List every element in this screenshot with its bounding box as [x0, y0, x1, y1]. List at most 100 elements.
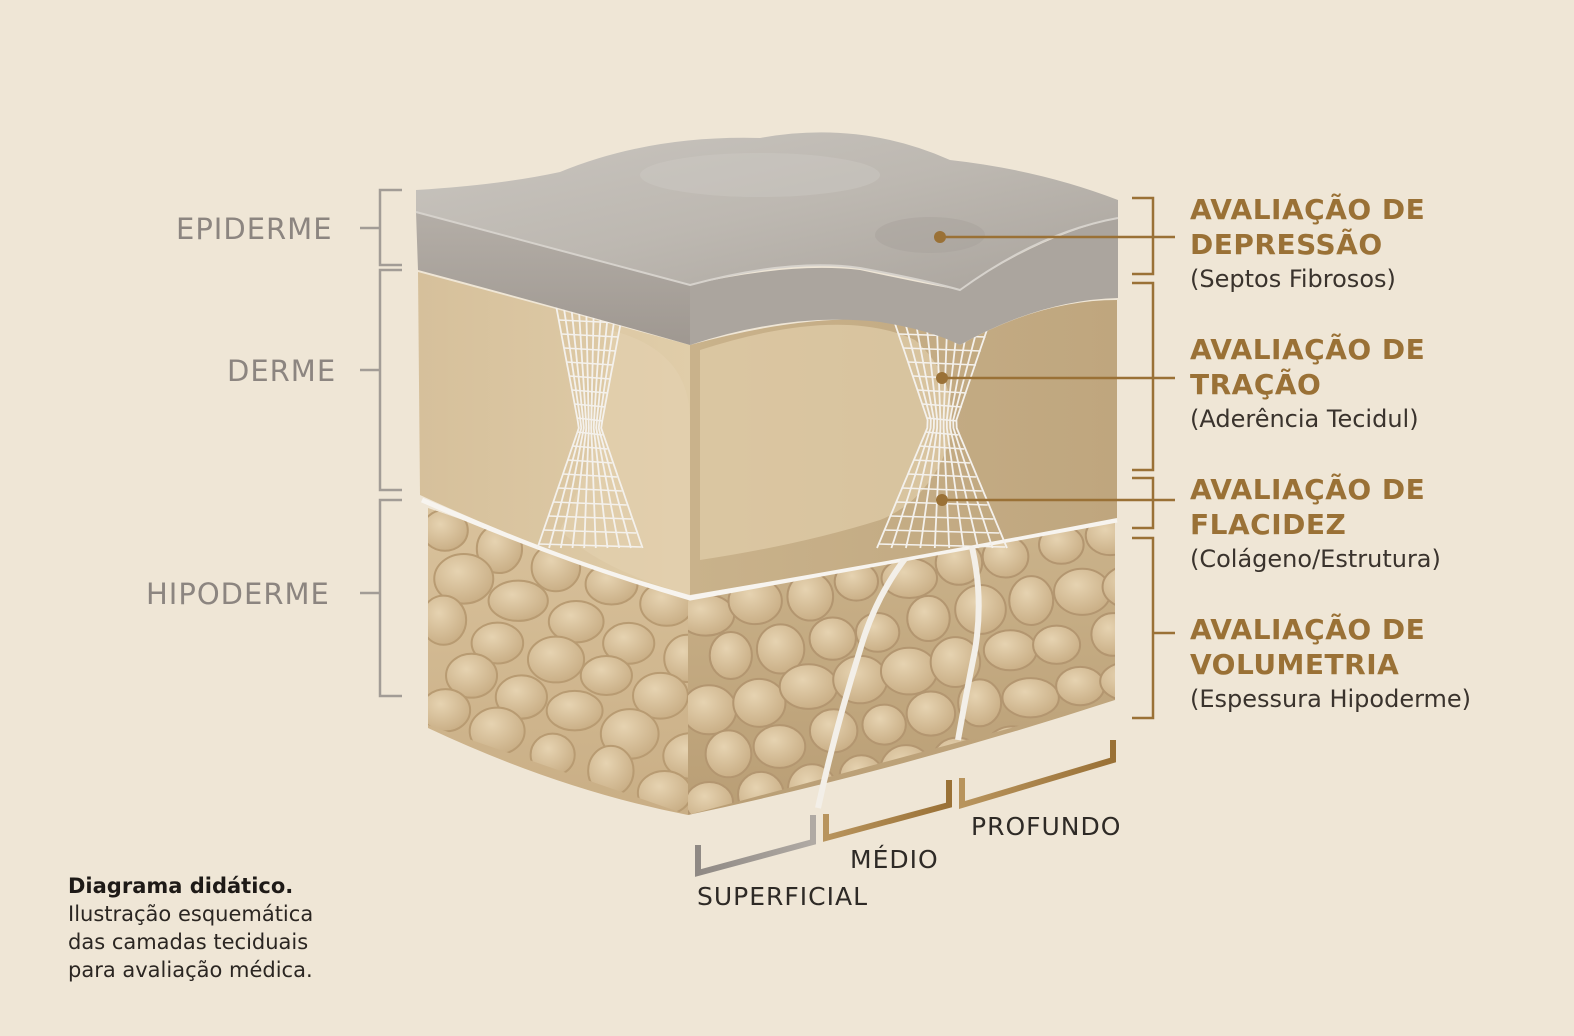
septum-rung — [569, 375, 611, 380]
bracket-hipoderme — [360, 498, 402, 698]
epidermis-front-face — [416, 212, 690, 345]
pointer-lines — [940, 235, 1175, 502]
septum-strand-right — [955, 531, 982, 741]
fat-cell — [487, 579, 549, 622]
septum-rung — [574, 403, 606, 408]
septum-rung — [566, 361, 614, 366]
septum-fiber — [548, 299, 583, 549]
septum-fiber — [536, 299, 580, 549]
bracket-flacidez — [1132, 476, 1155, 530]
septum-rung — [563, 347, 617, 352]
bracket-derme — [360, 268, 402, 492]
septum-rung — [577, 417, 603, 422]
fat-cell — [1001, 677, 1060, 719]
fat-cell — [832, 654, 889, 705]
depth-brackets — [695, 740, 1116, 877]
fat-cell — [579, 654, 633, 697]
septum-rung — [913, 459, 971, 464]
epidermis-block — [415, 132, 1119, 345]
eval-volumetria-subtitle: (Espessura Hipoderme) — [1190, 685, 1472, 713]
septum-rung — [926, 417, 958, 422]
fat-cell — [1034, 716, 1081, 766]
septum-fiber — [592, 299, 609, 549]
fat-cell — [445, 652, 499, 699]
fat-cell — [433, 552, 495, 605]
fat-cell — [1032, 624, 1082, 665]
fat-cell — [602, 621, 656, 665]
septum-rung — [903, 347, 981, 352]
septum-rung — [902, 487, 982, 492]
epidermis-side-face — [690, 218, 1118, 345]
septum-rung — [919, 445, 965, 450]
septum-fiber — [583, 299, 590, 549]
eval-tracao-title-1: AVALIAÇÃO DE — [1190, 333, 1426, 366]
caption-title: Diagrama didático. — [68, 874, 294, 898]
fat-cell — [1008, 575, 1055, 626]
fat-cell — [755, 623, 806, 675]
eval-tracao-subtitle: (Aderência Tecidul) — [1190, 405, 1419, 433]
septum-fiber — [955, 299, 1008, 549]
depression-shadow — [875, 217, 985, 253]
dermis-hypodermis-membrane — [421, 497, 1118, 601]
dermal-pad-side — [700, 324, 952, 560]
fat-cell — [526, 635, 586, 684]
fat-cell — [708, 630, 753, 681]
septum-fiber — [942, 299, 951, 549]
septum-fiber — [595, 299, 621, 549]
diagram-caption: Diagrama didático. Ilustração esquemátic… — [68, 872, 313, 984]
epidermis-edge — [415, 211, 1119, 292]
septum-fiber — [571, 299, 588, 549]
fat-cell — [1101, 564, 1115, 610]
fat-cell — [663, 633, 688, 684]
fat-cell — [428, 594, 468, 646]
surface-highlight — [640, 153, 880, 197]
fat-cell — [1099, 661, 1115, 702]
fat-cell — [704, 729, 753, 779]
septum-rung — [922, 403, 962, 408]
fat-cell — [879, 646, 939, 696]
fat-cell — [1090, 612, 1115, 657]
septum-fiber — [590, 299, 597, 549]
dermal-pad-front — [560, 330, 690, 595]
fat-cell — [688, 684, 738, 736]
left-brackets — [360, 188, 402, 698]
label-epiderme: EPIDERME — [176, 212, 333, 246]
septum-fiber — [876, 299, 929, 549]
fat-cell — [906, 594, 951, 643]
septum-rung — [572, 445, 608, 450]
septum-rung — [543, 529, 637, 534]
septum-fiber — [933, 299, 942, 549]
fat-cell — [428, 688, 472, 733]
right-brackets — [1132, 196, 1175, 720]
septum-rung — [567, 459, 613, 464]
depth-bracket-medio — [823, 780, 952, 842]
bracket-volumetria — [1132, 536, 1175, 720]
fat-cell — [1055, 665, 1106, 707]
depth-label-medio: MÉDIO — [850, 845, 939, 874]
fat-cell — [632, 671, 688, 720]
pointer-dot-depressao — [934, 231, 946, 243]
eval-depressao-title-1: AVALIAÇÃO DE — [1190, 193, 1426, 226]
fat-cell — [662, 732, 688, 780]
septum-rung — [561, 333, 619, 338]
bracket-tracao — [1132, 281, 1155, 472]
septum-strand-left — [815, 527, 933, 809]
bracket-epiderme — [360, 188, 402, 267]
depth-bracket-profundo — [959, 740, 1116, 810]
fat-cell — [1053, 567, 1112, 616]
pointer-dot-flacidez — [936, 494, 948, 506]
label-hipoderme: HIPODERME — [146, 577, 330, 611]
septum-rung — [907, 361, 977, 366]
eval-flacidez-title-1: AVALIAÇÃO DE — [1190, 473, 1426, 506]
eval-volumetria-title-1: AVALIAÇÃO DE — [1190, 613, 1426, 646]
septum-rung — [562, 473, 618, 478]
fat-cell — [861, 703, 907, 746]
septum-rung — [925, 431, 959, 436]
septum-rung — [571, 389, 609, 394]
fat-cell — [688, 780, 735, 815]
depth-label-superficial: SUPERFICIAL — [697, 882, 869, 911]
septum-fiber — [905, 299, 935, 549]
septum-fiber — [600, 299, 644, 549]
